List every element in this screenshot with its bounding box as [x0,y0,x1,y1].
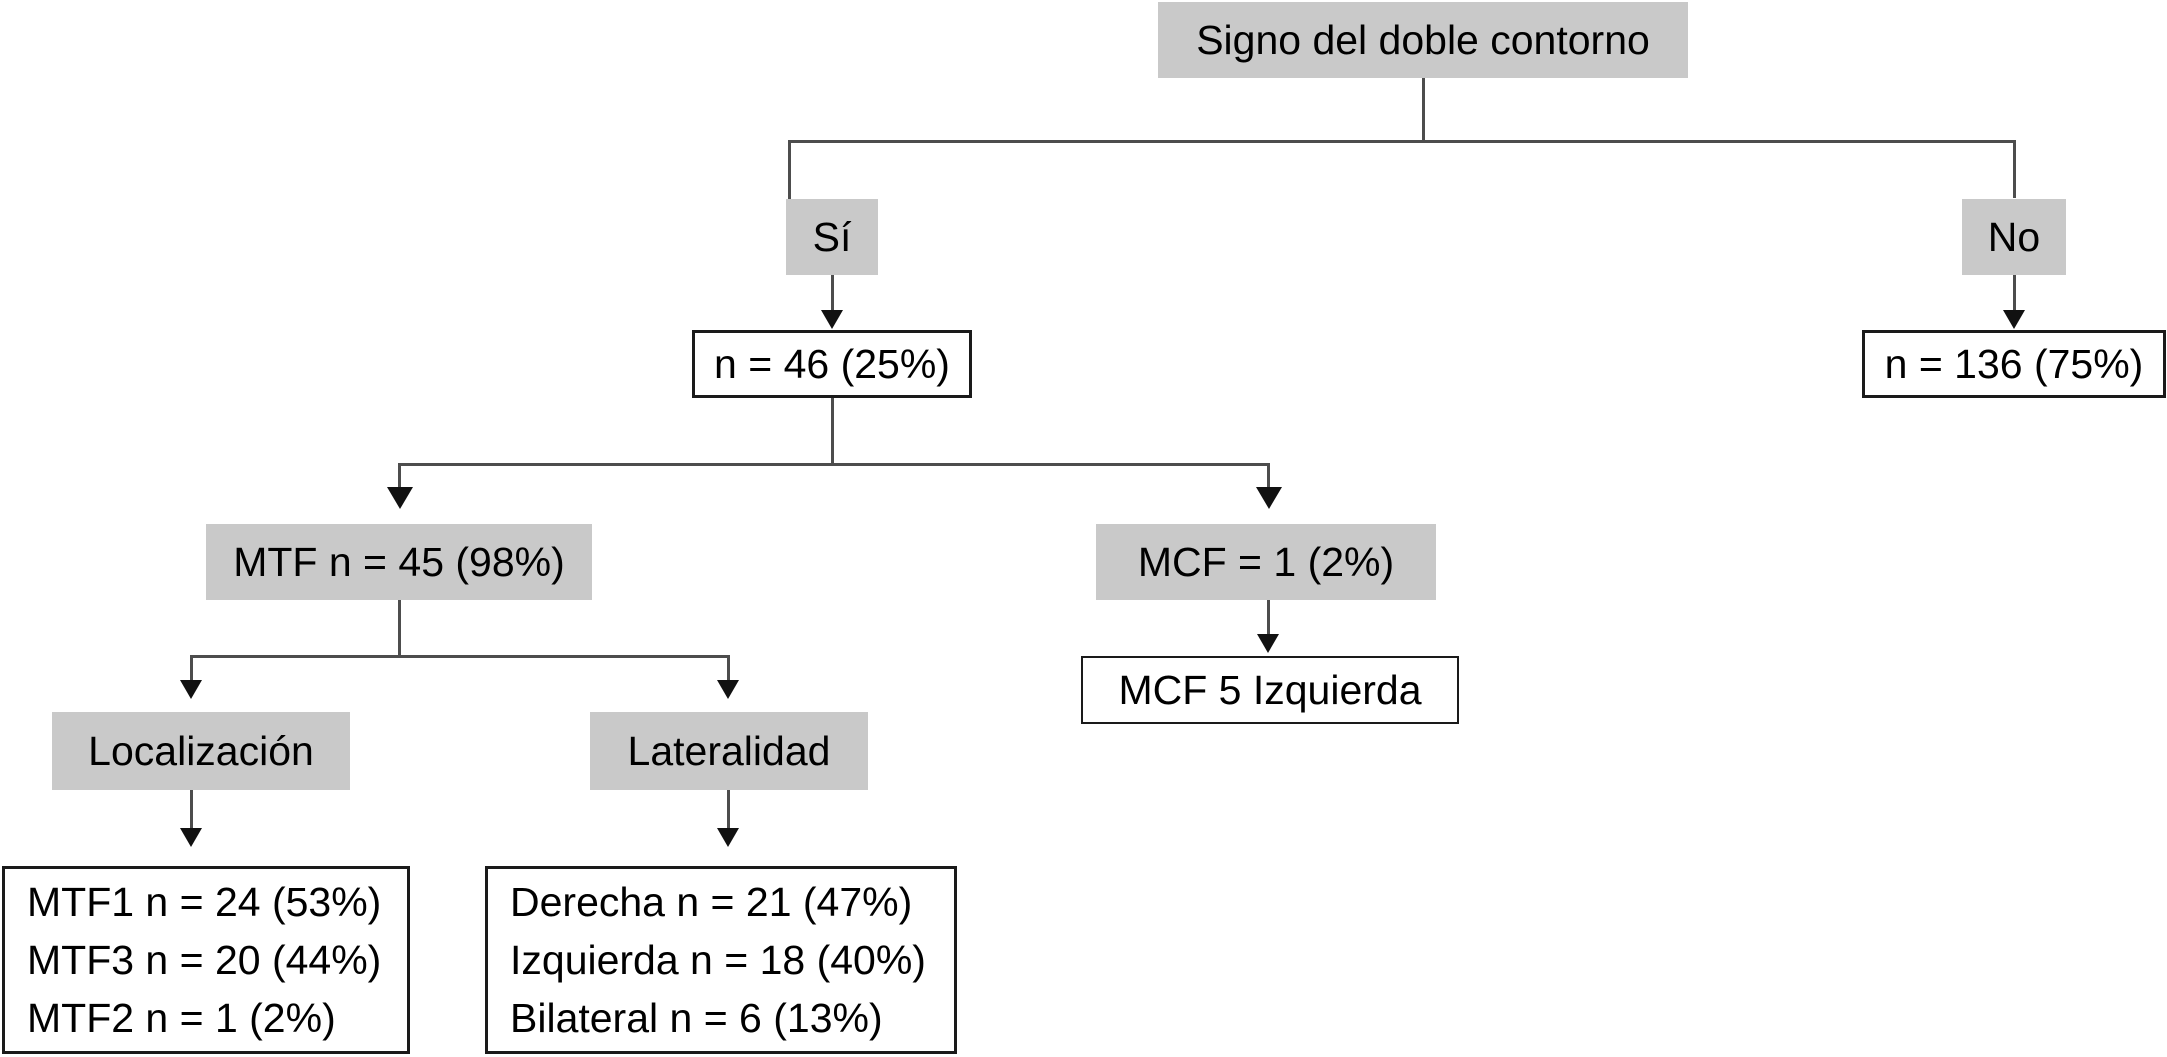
node-mtf-label: MTF n = 45 (98%) [233,538,565,585]
node-lateralidad-detail-label: Derecha n = 21 (47%) Izquierda n = 18 (4… [510,878,926,1042]
arrowhead-localizacion-to-detail [180,828,202,847]
node-mcf[interactable]: MCF = 1 (2%) [1096,524,1436,600]
connector-root-to-yes [788,140,791,200]
connector-root-bar [788,140,2016,143]
node-no-count[interactable]: n = 136 (75%) [1862,330,2166,398]
connector-mcf-stem [1267,600,1270,638]
node-yes-count[interactable]: n = 46 (25%) [692,330,972,398]
node-mcf-label: MCF = 1 (2%) [1137,538,1395,585]
connector-mtf-to-localizacion [190,655,193,683]
arrowhead-lateralidad-to-detail [717,828,739,847]
node-mtf[interactable]: MTF n = 45 (98%) [206,524,592,600]
node-yes-label: Sí [812,213,852,260]
connector-count-bar [398,463,1270,466]
arrowhead-to-localizacion [180,680,202,699]
arrowhead-to-mtf [387,487,413,509]
arrowhead-yes-to-count [821,310,843,329]
connector-no-stem [2013,275,2016,315]
connector-count-to-mcf [1267,463,1270,491]
node-mcf-detail-label: MCF 5 Izquierda [1118,666,1422,713]
node-localizacion[interactable]: Localización [52,712,350,790]
node-no[interactable]: No [1962,199,2066,275]
connector-root-to-no [2013,140,2016,198]
node-yes-count-label: n = 46 (25%) [714,340,950,387]
node-localizacion-detail-label: MTF1 n = 24 (53%) MTF3 n = 20 (44%) MTF2… [27,878,382,1042]
node-no-label: No [1987,213,2041,260]
node-localizacion-detail[interactable]: MTF1 n = 24 (53%) MTF3 n = 20 (44%) MTF2… [2,866,410,1054]
arrowhead-to-lateralidad [717,680,739,699]
node-no-count-label: n = 136 (75%) [1884,340,2144,387]
connector-mtf-bar [190,655,730,658]
node-root-label: Signo del doble contorno [1196,16,1650,63]
node-lateralidad[interactable]: Lateralidad [590,712,868,790]
connector-root-stem [1422,78,1425,141]
node-localizacion-label: Localización [88,727,314,774]
node-mcf-detail[interactable]: MCF 5 Izquierda [1081,656,1459,724]
node-lateralidad-label: Lateralidad [627,727,831,774]
node-lateralidad-detail[interactable]: Derecha n = 21 (47%) Izquierda n = 18 (4… [485,866,957,1054]
connector-yes-stem [831,275,834,315]
node-root[interactable]: Signo del doble contorno [1158,2,1688,78]
connector-count-stem [831,398,834,466]
arrowhead-mcf-to-detail [1257,634,1279,653]
connector-mtf-stem [398,600,401,658]
connector-localizacion-stem [190,790,193,832]
connector-mtf-to-lateralidad [727,655,730,683]
arrowhead-no-to-count [2003,310,2025,329]
arrowhead-to-mcf [1256,487,1282,509]
connector-count-to-mtf [398,463,401,491]
connector-lateralidad-stem [727,790,730,832]
node-yes[interactable]: Sí [786,199,878,275]
